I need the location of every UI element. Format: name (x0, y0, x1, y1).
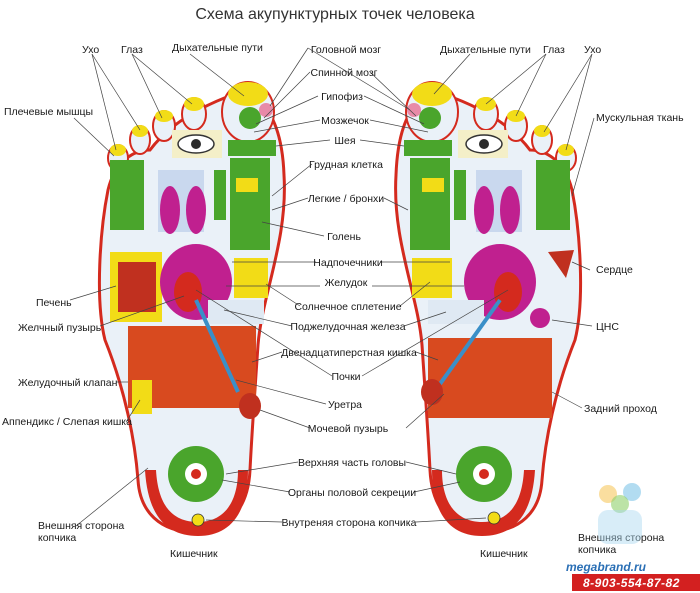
label-intestine-left: Кишечник (170, 548, 218, 560)
right-eye-pupil (479, 139, 489, 149)
label-spinal-brain: Спинной мозг (310, 67, 378, 79)
label-coccyx-outer-right: Внешняя сторона копчика (578, 532, 665, 556)
label-stomach-valve: Желудочный клапан (18, 377, 118, 389)
label-appendix: Аппендикс / Слепая кишка (2, 416, 132, 428)
label-duodenum: Двенадцатиперстная кишка (281, 347, 417, 359)
right-big-toe-tip (412, 82, 452, 106)
right-foot (394, 81, 583, 536)
label-left-airways: Дыхательные пути (172, 42, 263, 54)
label-head-top: Верхняя часть головы (297, 457, 407, 469)
right-ureter (438, 298, 502, 386)
label-urethra: Уретра (327, 399, 363, 411)
left-toe-5-tip (110, 144, 126, 156)
right-shoulder-zone (536, 160, 570, 230)
label-brain: Головной мозг (310, 44, 382, 56)
right-pancreas-zone (428, 300, 484, 324)
right-coccyx-dot (487, 511, 501, 525)
right-cns-spot (530, 308, 550, 328)
label-kidneys: Почки (331, 371, 361, 383)
brand-logo-icon (598, 483, 642, 544)
left-ureter (194, 299, 240, 393)
left-neck-zone (228, 140, 276, 156)
label-stomach: Желудок (324, 277, 368, 289)
label-shin: Голень (327, 231, 361, 243)
label-liver: Печень (36, 297, 72, 309)
label-neck: Шея (334, 135, 356, 147)
right-pituitary-spot (419, 107, 441, 129)
label-solar: Солнечное сплетение (294, 301, 402, 313)
phone-bar (572, 574, 700, 591)
label-bladder: Мочевой пузырь (307, 423, 389, 435)
label-lungs: Легкие / бронхи (307, 193, 385, 205)
right-lung-2 (500, 186, 520, 234)
right-intestine-zone (428, 338, 552, 418)
label-adrenal: Надпочечники (313, 257, 383, 269)
diagram-title: Схема акупунктурных точек человека (195, 6, 475, 23)
right-heart-organ (548, 250, 574, 278)
left-chest-zone (230, 158, 270, 250)
left-toe-3-tip (155, 110, 173, 122)
label-left-ear: Ухо (82, 44, 100, 56)
label-pituitary: Гипофиз (321, 91, 363, 103)
left-bladder (239, 393, 261, 419)
left-toe-2-tip (184, 97, 204, 111)
label-muscle: Мускульная ткань (596, 112, 684, 124)
left-big-toe-tip (228, 82, 268, 106)
left-pituitary-spot (239, 107, 261, 129)
label-chest: Грудная клетка (309, 159, 383, 171)
label-gallbladder: Желчный пузырь (18, 322, 102, 334)
brand-phone: 8-903-554-87-82 (583, 576, 680, 590)
right-bladder (421, 379, 443, 405)
label-coccyx-outer-left: Внешняя сторона копчика (38, 520, 125, 544)
label-pancreas: Поджелудочная железа (290, 321, 406, 333)
brand-site: megabrand.ru (566, 560, 647, 574)
left-toe-4-tip (132, 125, 148, 137)
right-genital-dot (479, 469, 489, 479)
right-lung-1 (474, 186, 494, 234)
right-toe-4-tip (534, 125, 550, 137)
left-brain-spot (259, 103, 273, 117)
label-right-eye: Глаз (543, 44, 565, 56)
label-right-ear: Ухо (584, 44, 602, 56)
left-pancreas-zone (208, 300, 264, 324)
label-cns: ЦНС (596, 321, 619, 333)
left-solar-zone (234, 258, 268, 298)
label-intestine-right: Кишечник (480, 548, 528, 560)
right-neck-zone (404, 140, 452, 156)
left-appendix-zone (132, 380, 152, 414)
label-left-eye: Глаз (121, 44, 143, 56)
left-genital-dot (191, 469, 201, 479)
left-coccyx-dot (191, 513, 205, 527)
left-liver-organ (118, 262, 156, 312)
label-anus: Задний проход (584, 403, 657, 415)
left-foot (97, 81, 286, 536)
left-eye-pupil (191, 139, 201, 149)
left-lung-2 (186, 186, 206, 234)
left-heel-rim (145, 470, 248, 536)
left-bronchi-zone (214, 170, 226, 220)
leader-lines (69, 47, 595, 527)
right-bronchi-zone (454, 170, 466, 220)
right-brain-spot (407, 103, 421, 117)
left-shoulder-zone (110, 160, 144, 230)
label-heart: Сердце (596, 264, 633, 276)
label-genital: Органы половой секреции (287, 487, 417, 499)
label-right-airways: Дыхательные пути (440, 44, 531, 56)
label-shoulder: Плечевые мышцы (4, 106, 94, 118)
left-thyroid-zone (236, 178, 258, 192)
right-stomach-organ (494, 272, 522, 312)
right-chest-zone (410, 158, 450, 250)
left-lung-1 (160, 186, 180, 234)
right-thyroid-zone (422, 178, 444, 192)
label-cerebellum: Мозжечок (321, 115, 369, 127)
label-coccyx-inner: Внутреняя сторона копчика (281, 517, 417, 529)
